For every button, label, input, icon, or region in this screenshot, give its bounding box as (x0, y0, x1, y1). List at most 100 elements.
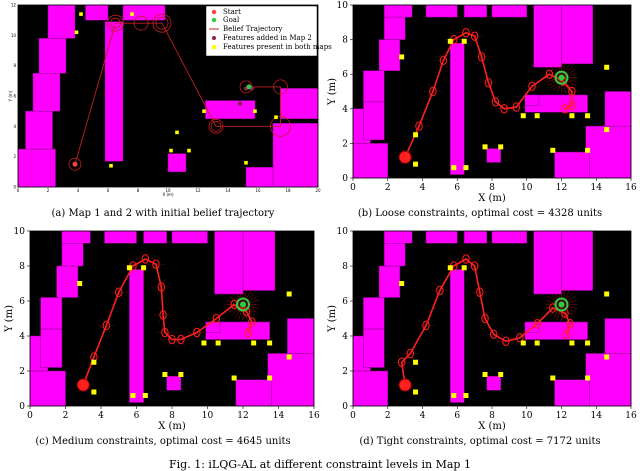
belief-ellipse (470, 31, 479, 41)
feature-marker (251, 340, 257, 346)
x-tick-label: 0 (17, 188, 20, 193)
figure-caption: Fig. 1: iLQG-AL at different constraint … (169, 458, 471, 471)
sensor-ray (564, 100, 570, 109)
obstacle (25, 110, 53, 150)
y-tick-label: 0 (342, 402, 348, 412)
obstacle (235, 379, 272, 407)
y-tick-label: 8 (19, 262, 25, 272)
sensor-ray (216, 318, 222, 327)
sensor-ray (101, 317, 107, 326)
belief-ellipse (462, 27, 470, 38)
belief-ellipse (141, 254, 150, 264)
sensor-ray (155, 256, 161, 265)
sensor-ray (162, 314, 168, 323)
x-tick-label: 2 (47, 188, 50, 193)
sensor-ray (453, 258, 459, 267)
sensor-ray (114, 292, 119, 301)
belief-ellipse (477, 52, 486, 62)
obstacle (450, 269, 465, 403)
belief-ellipse (115, 287, 123, 297)
sensor-ray (489, 334, 494, 343)
obstacle (38, 38, 67, 74)
sensor-ray (140, 251, 146, 260)
sensor-ray (211, 310, 217, 319)
sensor-ray (474, 258, 480, 267)
feature-marker (461, 38, 467, 44)
feature-marker (461, 265, 467, 271)
sensor-ray (537, 315, 542, 324)
belief-ellipse (107, 14, 124, 32)
feature-marker (175, 130, 179, 135)
sensor-ray (161, 279, 166, 288)
belief-ellipse (502, 336, 510, 346)
x-tick-label: 4 (77, 188, 80, 193)
sensor-ray (493, 326, 499, 335)
sensor-ray (171, 331, 177, 340)
belief-ellipse (491, 97, 500, 107)
feature-marker (451, 165, 457, 171)
sensor-ray (435, 290, 441, 299)
x-tick-label: 16 (625, 411, 637, 421)
sensor-ray (89, 349, 95, 358)
sensor-ray (504, 108, 509, 117)
obstacle (378, 39, 401, 71)
sensor-ray (248, 332, 253, 341)
x-tick-label: 10 (521, 411, 533, 421)
belief-ellipse (439, 55, 448, 66)
x-tick-label: 8 (489, 183, 495, 193)
obstacle (47, 4, 76, 39)
sensor-ray (167, 339, 173, 348)
sensor-ray (501, 333, 507, 342)
y-axis-label: Y (m) (4, 305, 15, 333)
x-tick-label: 0 (350, 183, 356, 193)
x-tick-label: 20 (315, 188, 321, 193)
feature-marker (267, 340, 273, 346)
sensor-ray (241, 311, 247, 320)
feature-marker (202, 109, 206, 113)
legend-box (205, 5, 318, 57)
sensor-ray (438, 60, 444, 69)
sensor-ray (560, 108, 566, 117)
obstacle (267, 353, 315, 407)
x-tick-label: 2 (385, 411, 391, 421)
sensor-ray (527, 86, 533, 95)
sensor-ray (480, 318, 486, 327)
feature-marker (569, 113, 575, 119)
y-tick-label: 6 (342, 70, 348, 80)
obstacle (450, 42, 465, 175)
belief-ellipse (133, 15, 149, 31)
sensor-ray (101, 325, 107, 334)
sensor-ray (479, 292, 485, 301)
sensor-ray (233, 296, 239, 305)
sensor-ray (453, 31, 459, 40)
goal-marker (554, 70, 569, 85)
feature-marker (399, 281, 405, 286)
sensor-ray (439, 282, 445, 291)
obstacle (585, 125, 632, 179)
sensor-ray (474, 36, 480, 45)
obstacle (287, 318, 315, 354)
sensor-ray (504, 100, 509, 109)
goal-center (558, 74, 565, 81)
belief-ellipse (516, 333, 524, 343)
sensor-ray (161, 286, 166, 295)
sensor-ray (438, 52, 444, 61)
feature-marker (169, 148, 173, 153)
sensor-ray (216, 310, 222, 319)
belief-ellipse (545, 69, 554, 79)
belief-trajectory-line (74, 22, 281, 165)
sensor-ray (481, 49, 487, 57)
feature-marker (215, 340, 221, 346)
y-tick-label: 6 (13, 94, 16, 99)
feature-marker (534, 113, 540, 119)
sensor-ray (151, 264, 157, 273)
x-tick-label: 0 (350, 411, 356, 421)
sensor-ray (167, 331, 173, 340)
obstacle (491, 4, 527, 18)
axes-frame (17, 4, 319, 188)
x-tick-label: 6 (134, 411, 140, 421)
feature-marker (141, 265, 147, 271)
belief-ellipse (397, 357, 406, 367)
x-tick-label: 6 (454, 411, 460, 421)
